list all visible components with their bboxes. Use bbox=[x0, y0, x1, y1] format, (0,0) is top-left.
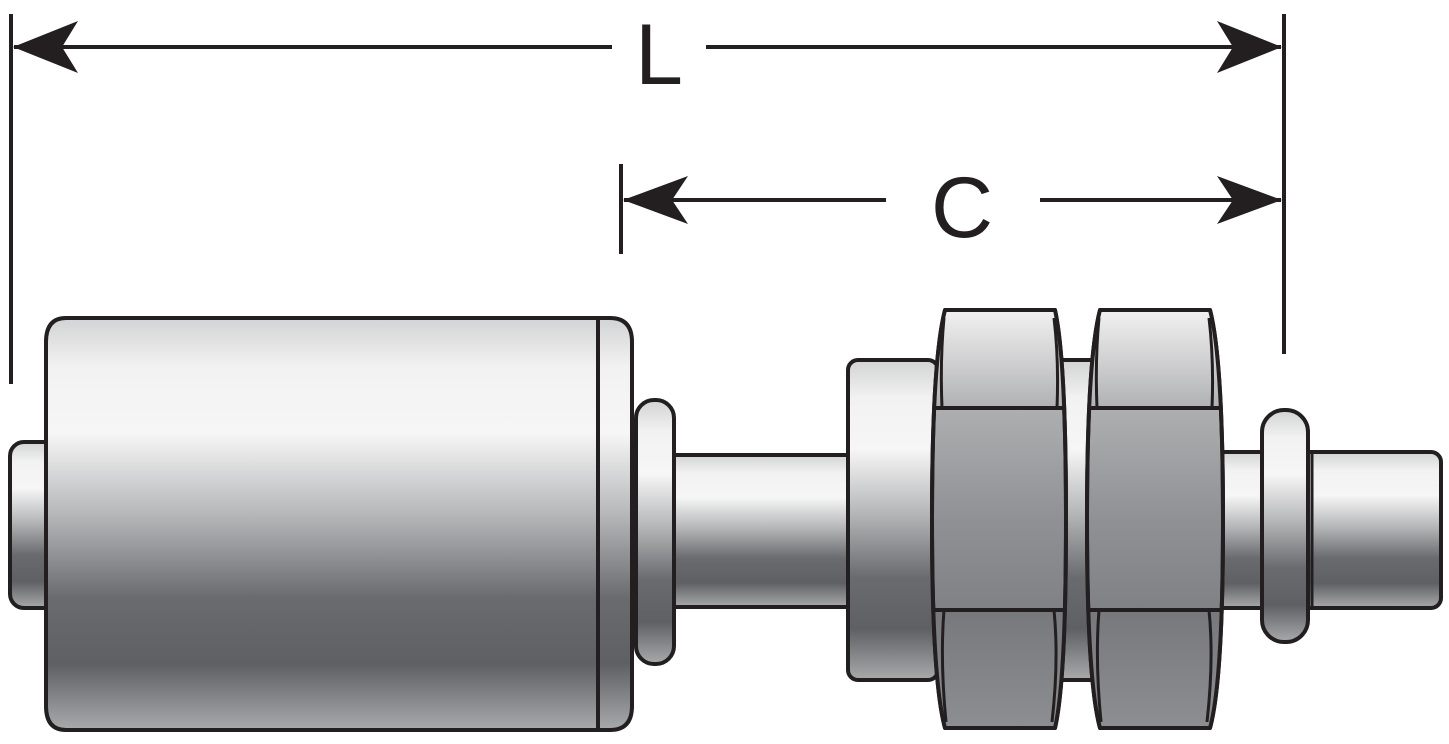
center-tube bbox=[658, 453, 862, 609]
right-tube bbox=[1198, 450, 1443, 610]
arrowhead-l-left bbox=[13, 21, 78, 73]
arrowhead-l-right bbox=[1217, 21, 1282, 73]
arrowhead-c-left bbox=[623, 176, 688, 224]
fitting bbox=[8, 308, 1443, 732]
hex-nut-2 bbox=[1085, 308, 1225, 730]
ferrule bbox=[44, 316, 634, 732]
dimension-c: C bbox=[619, 160, 1282, 256]
hex-nut-1 bbox=[930, 308, 1068, 730]
collar-right bbox=[1260, 408, 1310, 644]
collar-left bbox=[634, 398, 676, 666]
arrowhead-c-right bbox=[1217, 176, 1282, 224]
dimension-c-label: C bbox=[931, 160, 993, 256]
dimension-l: L bbox=[9, 7, 1286, 384]
dimension-l-label: L bbox=[635, 7, 683, 103]
body-shoulder bbox=[846, 358, 940, 682]
